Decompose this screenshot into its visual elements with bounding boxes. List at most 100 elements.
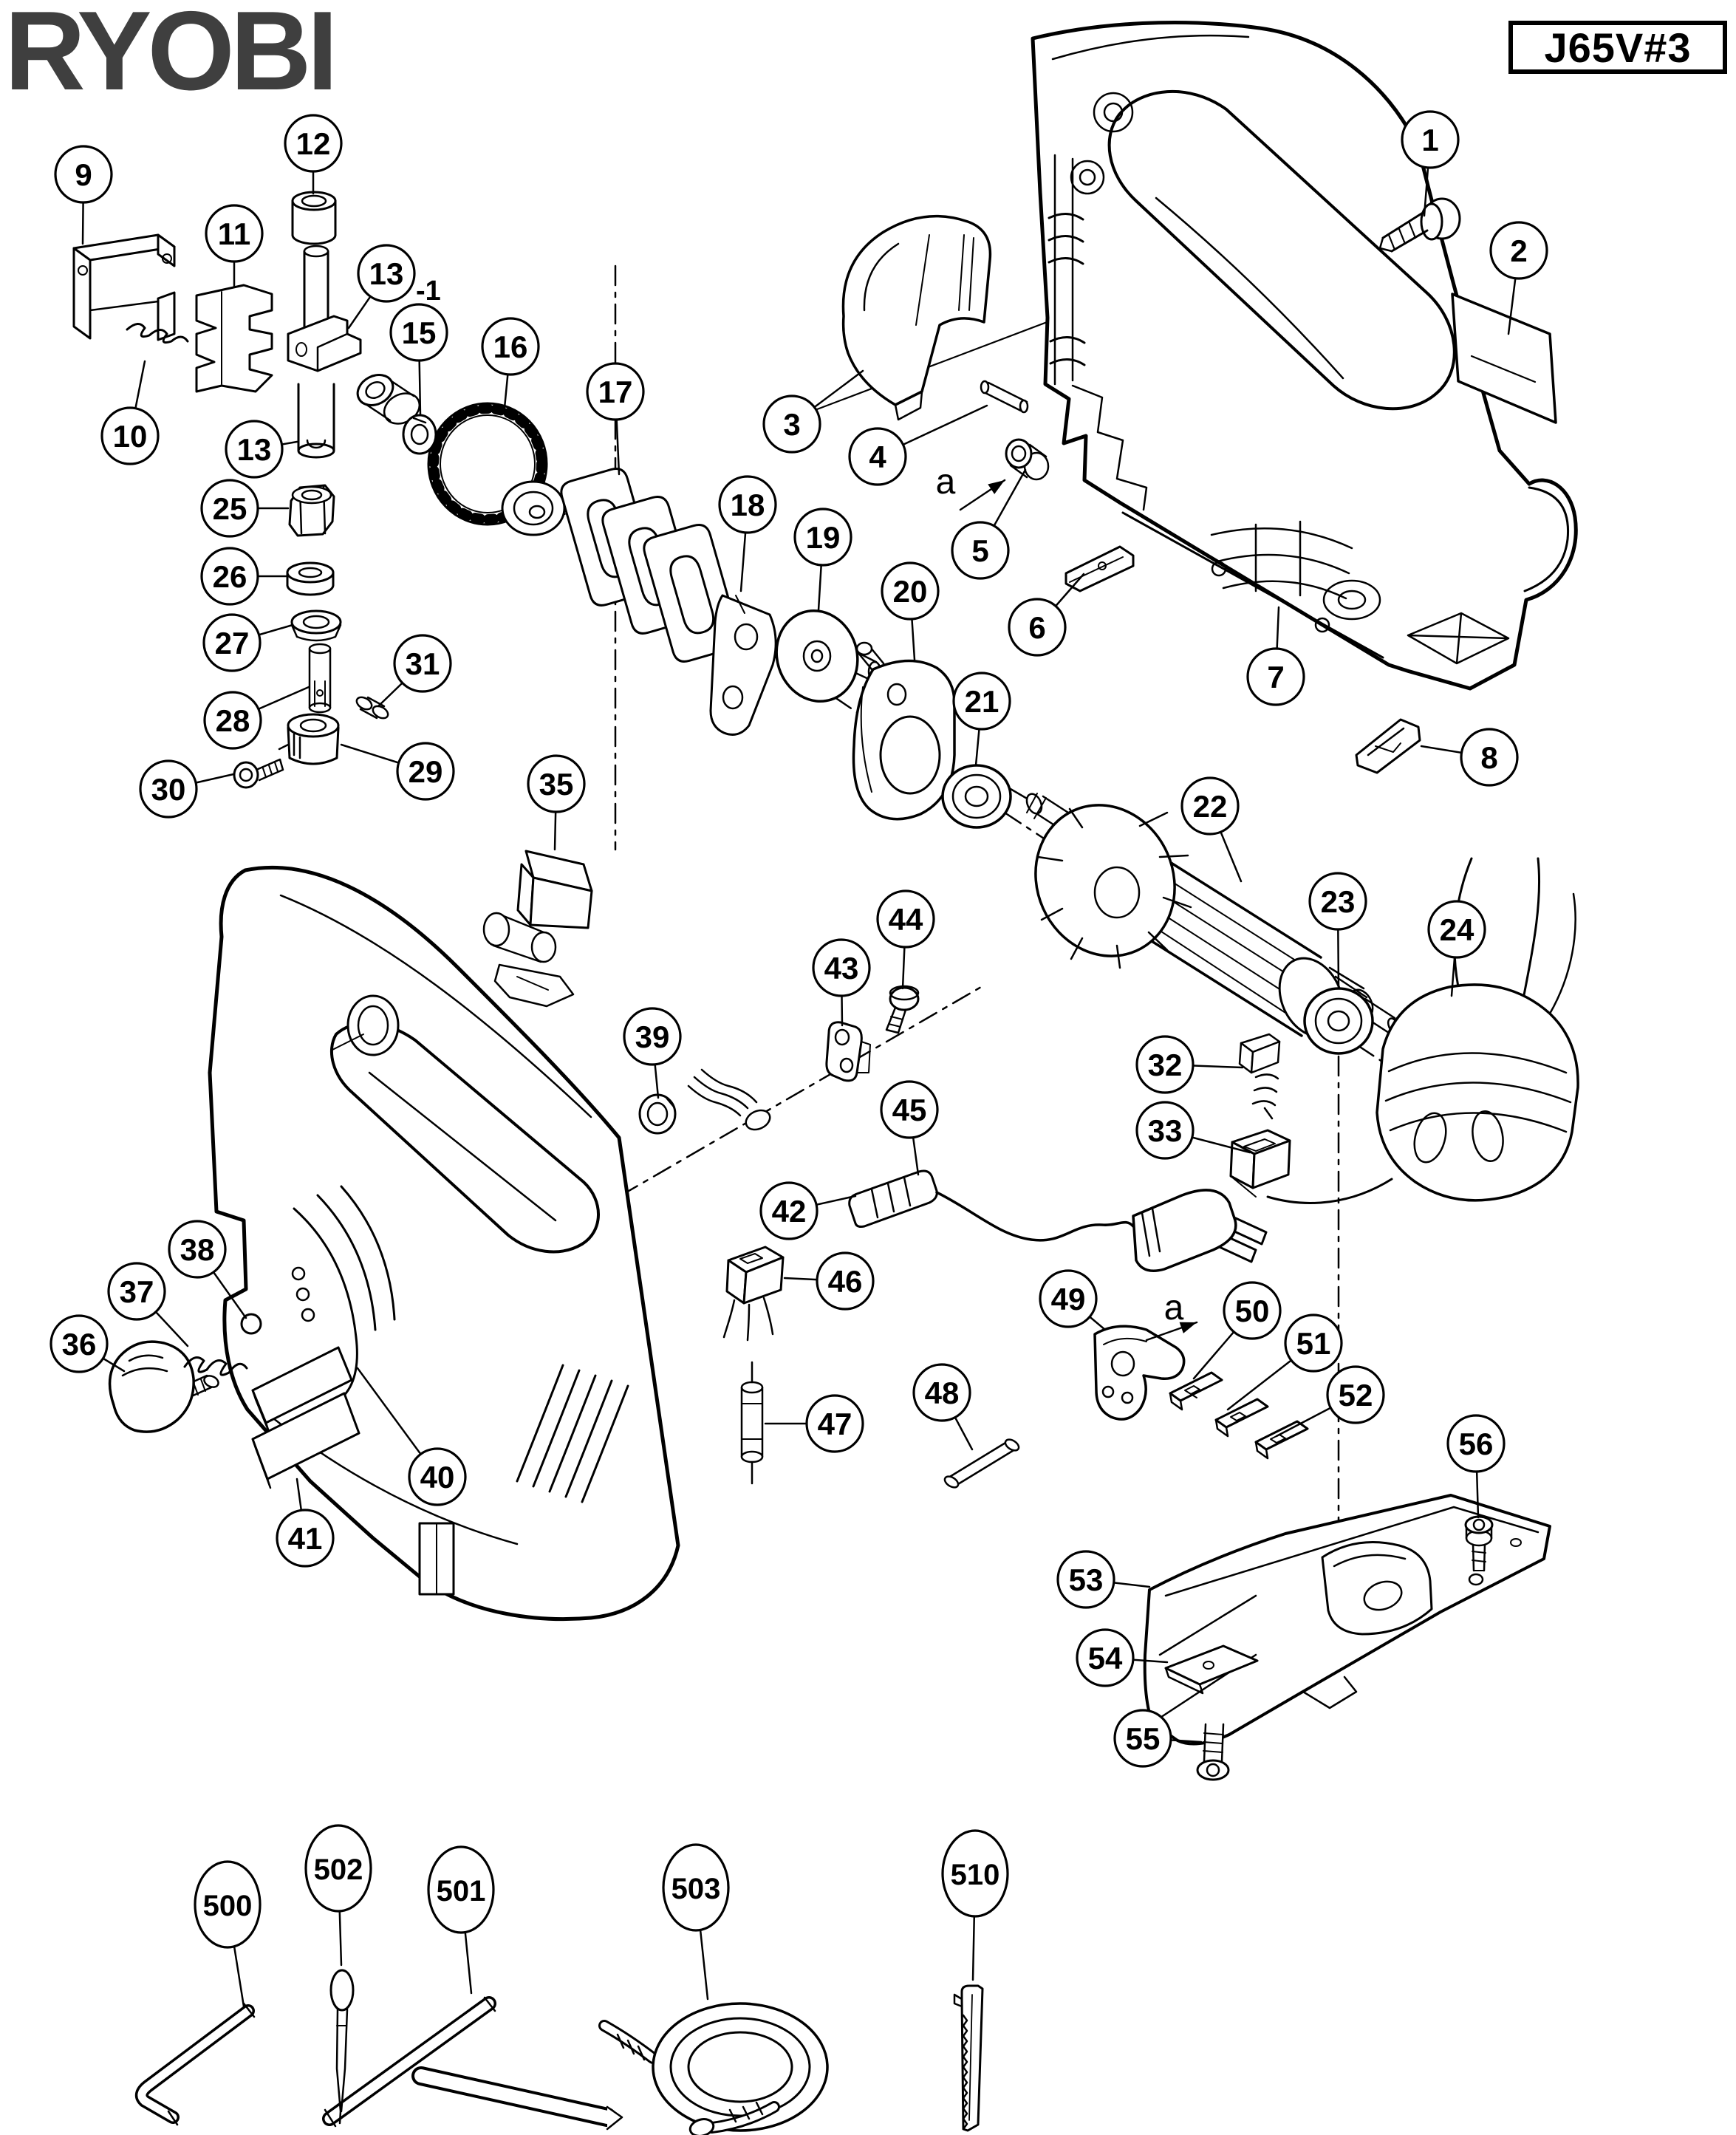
callout-13: 13 (225, 420, 284, 479)
callout-28: 28 (203, 691, 262, 750)
callout-19: 19 (793, 508, 852, 567)
callout-35: 35 (527, 754, 586, 813)
callout-501: 501 (427, 1845, 495, 1934)
callout-47: 47 (805, 1394, 864, 1453)
svg-text:12: 12 (296, 126, 331, 161)
svg-text:40: 40 (420, 1460, 455, 1494)
part-suppressor-47 (740, 1361, 764, 1485)
svg-text:35: 35 (539, 767, 574, 802)
part-roller-holder-35 (482, 850, 593, 1008)
callout-17: 17 (586, 362, 645, 421)
svg-text:a: a (936, 462, 956, 502)
svg-text:47: 47 (818, 1407, 852, 1441)
part-spring-37 (183, 1356, 248, 1376)
part-pad-6 (1065, 545, 1135, 592)
svg-text:25: 25 (213, 491, 247, 526)
svg-text:37: 37 (120, 1274, 154, 1309)
callout-3: 3 (762, 394, 821, 454)
part-plunger-13 (287, 245, 362, 459)
callout-42: 42 (759, 1181, 819, 1240)
svg-text:13: 13 (237, 432, 272, 467)
callout-1: 1 (1401, 110, 1460, 169)
part-screw-30 (233, 758, 284, 789)
svg-text:-1: -1 (416, 276, 441, 307)
svg-text:36: 36 (62, 1327, 97, 1362)
svg-text:44: 44 (889, 902, 923, 937)
callout-48: 48 (912, 1363, 971, 1422)
part-snap-ring-39 (638, 1093, 677, 1135)
view-annotations: aa (936, 462, 1198, 1342)
part-spring-10 (126, 323, 189, 344)
svg-text:501: 501 (437, 1875, 486, 1907)
svg-text:3: 3 (783, 407, 800, 442)
part-cord-45 (935, 1191, 1135, 1242)
part-washer-15 (402, 414, 437, 455)
svg-text:45: 45 (892, 1093, 927, 1127)
svg-text:10: 10 (113, 419, 148, 454)
svg-text:32: 32 (1148, 1048, 1183, 1082)
callout-25: 25 (200, 479, 259, 538)
part-gear-16 (427, 402, 566, 536)
svg-text:502: 502 (314, 1854, 363, 1886)
svg-text:33: 33 (1148, 1113, 1183, 1148)
callout-51: 51 (1284, 1314, 1343, 1373)
svg-text:41: 41 (288, 1521, 323, 1556)
svg-text:55: 55 (1126, 1721, 1161, 1756)
callout-13-1: 13-1 (357, 244, 441, 307)
callout-44: 44 (876, 889, 935, 949)
svg-text:27: 27 (215, 626, 250, 660)
callout-54: 54 (1076, 1628, 1135, 1687)
svg-text:503: 503 (671, 1873, 721, 1905)
part-field-coil-24 (1266, 857, 1579, 1204)
svg-text:30: 30 (151, 772, 186, 807)
callout-4: 4 (848, 427, 907, 486)
svg-text:29: 29 (409, 754, 443, 789)
part-cord-guard-42 (848, 1169, 938, 1228)
part-brush-holder-33 (1229, 1129, 1291, 1198)
svg-text:39: 39 (635, 1019, 670, 1054)
callout-8: 8 (1460, 728, 1519, 787)
svg-text:22: 22 (1193, 789, 1228, 824)
callout-502: 502 (304, 1824, 372, 1913)
part-switch-46 (722, 1246, 785, 1342)
svg-text:48: 48 (925, 1376, 960, 1410)
view-direction-arrow: a (1145, 1288, 1198, 1342)
callout-16: 16 (481, 317, 540, 376)
tool-gauge-501 (322, 1996, 623, 2131)
svg-text:43: 43 (824, 951, 859, 985)
svg-text:23: 23 (1321, 884, 1356, 919)
callout-2: 2 (1489, 221, 1548, 280)
svg-text:46: 46 (828, 1264, 863, 1299)
svg-text:31: 31 (406, 646, 440, 681)
tool-hex-key-500 (134, 2002, 256, 2126)
tool-scriber-502 (329, 1969, 355, 2125)
callout-31: 31 (393, 634, 452, 693)
svg-text:19: 19 (806, 520, 841, 555)
part-label-41 (251, 1392, 360, 1489)
callout-5: 5 (951, 521, 1010, 580)
svg-text:28: 28 (216, 703, 250, 738)
svg-text:6: 6 (1028, 610, 1045, 645)
part-pin-28 (308, 643, 332, 714)
model-label: J65V#3 (1508, 21, 1727, 74)
svg-text:1: 1 (1421, 123, 1438, 157)
callout-503: 503 (662, 1843, 730, 1932)
callout-39: 39 (623, 1007, 682, 1066)
callout-49: 49 (1039, 1269, 1098, 1328)
part-knob-36 (108, 1340, 219, 1433)
callout-43: 43 (812, 938, 871, 997)
callout-53: 53 (1056, 1550, 1115, 1609)
callout-510: 510 (941, 1829, 1009, 1918)
callout-10: 10 (100, 406, 160, 465)
callout-23: 23 (1308, 872, 1367, 931)
svg-text:54: 54 (1088, 1641, 1123, 1675)
callout-36: 36 (49, 1314, 109, 1373)
svg-text:42: 42 (772, 1194, 807, 1229)
callout-26: 26 (200, 547, 259, 606)
part-screw-44 (885, 985, 920, 1034)
callout-12: 12 (284, 114, 343, 173)
part-pin-48 (943, 1438, 1020, 1489)
svg-text:17: 17 (598, 375, 633, 409)
